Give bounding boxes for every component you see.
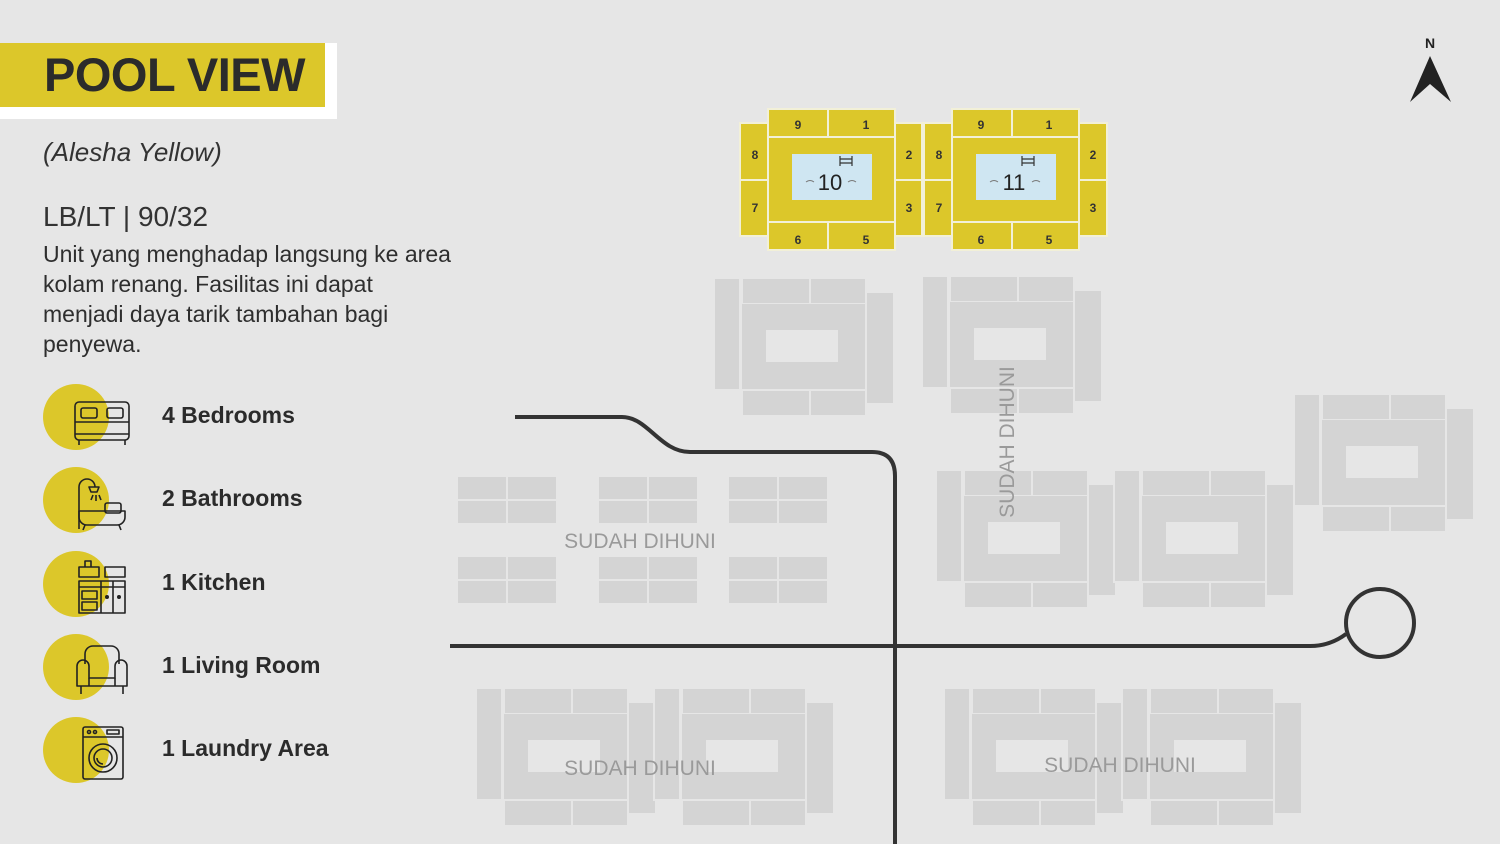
occupied-cluster: [1113, 469, 1295, 609]
armchair-icon: [76, 645, 128, 694]
occupied-townhouse-block: [456, 475, 558, 525]
unit-number: 3: [906, 201, 913, 215]
feature-bedrooms: 4 Bedrooms: [43, 384, 423, 452]
unit-number: 1: [863, 118, 870, 132]
unit-type-subtitle: (Alesha Yellow): [43, 137, 222, 167]
road: [515, 415, 897, 844]
unit-number: 7: [752, 201, 759, 215]
pool-cluster-10[interactable]: [739, 108, 923, 251]
feature-blob: [43, 551, 109, 617]
swimming-pool: [976, 154, 1056, 200]
compass-label: N: [1425, 35, 1435, 51]
unit-number: 2: [906, 148, 913, 162]
feature-label: 2 Bathrooms: [162, 485, 303, 511]
roundabout: [1344, 587, 1416, 659]
kitchen-stove-icon: [78, 560, 126, 614]
unit-number: 6: [978, 233, 985, 247]
unit-number: 7: [936, 201, 943, 215]
unit-number: 2: [1090, 148, 1097, 162]
bed-icon: [74, 401, 130, 445]
feature-bathrooms: 2 Bathrooms: [43, 467, 423, 535]
unit-number: 9: [795, 118, 802, 132]
occupied-townhouse-block: [597, 475, 699, 525]
unit-number: 1: [1046, 118, 1053, 132]
occupied-label: SUDAH DIHUNI: [564, 530, 716, 553]
building-land-size: LB/LT | 90/32: [43, 201, 209, 232]
shower-bathtub-icon: [78, 478, 126, 531]
unit-number: 8: [936, 148, 943, 162]
feature-blob: [43, 634, 109, 700]
unit-description: Unit yang menghadap langsung ke area kol…: [43, 241, 451, 357]
occupied-cluster: [1293, 393, 1475, 533]
occupied-townhouse-block: [727, 555, 829, 605]
occupied-townhouse-block: [727, 475, 829, 525]
pool-ladder-icon: [839, 156, 853, 166]
washing-machine-icon: [82, 726, 124, 780]
pool-cluster-11[interactable]: [923, 108, 1108, 251]
occupied-label: SUDAH DIHUNI: [1044, 754, 1196, 777]
feature-living-room: 1 Living Room: [43, 634, 423, 702]
title-block: POOL VIEW: [0, 43, 337, 119]
compass-north-arrow-icon: N: [1410, 35, 1451, 102]
cluster-number: 10: [818, 170, 842, 195]
road: [450, 632, 1348, 648]
unit-number: 6: [795, 233, 802, 247]
unit-number: 9: [978, 118, 985, 132]
feature-label: 1 Kitchen: [162, 569, 266, 595]
page-title: POOL VIEW: [44, 48, 306, 101]
occupied-label: SUDAH DIHUNI: [996, 366, 1019, 518]
swimming-pool: [792, 154, 872, 200]
pool-ladder-icon: [1021, 156, 1035, 166]
feature-blob: [43, 467, 109, 533]
cluster-number: 11: [1003, 170, 1026, 195]
unit-number: 5: [1046, 233, 1053, 247]
occupied-cluster: [713, 277, 895, 417]
title-bar: [0, 43, 325, 107]
feature-label: 1 Living Room: [162, 652, 321, 678]
feature-laundry-area: 1 Laundry Area: [43, 717, 423, 785]
occupied-townhouse-block: [597, 555, 699, 605]
unit-number: 8: [752, 148, 759, 162]
feature-label: 4 Bedrooms: [162, 402, 295, 428]
feature-kitchen: 1 Kitchen: [43, 551, 423, 619]
feature-label: 1 Laundry Area: [162, 735, 329, 761]
site-map: 10 9 1 8 2 7 3 6 5 11 9 1 8 2 7 3 6 5 SU…: [450, 35, 1475, 844]
unit-number: 3: [1090, 201, 1097, 215]
occupied-cluster: [935, 469, 1117, 609]
occupied-townhouse-block: [456, 555, 558, 605]
unit-number: 5: [863, 233, 870, 247]
occupied-label: SUDAH DIHUNI: [564, 757, 716, 780]
